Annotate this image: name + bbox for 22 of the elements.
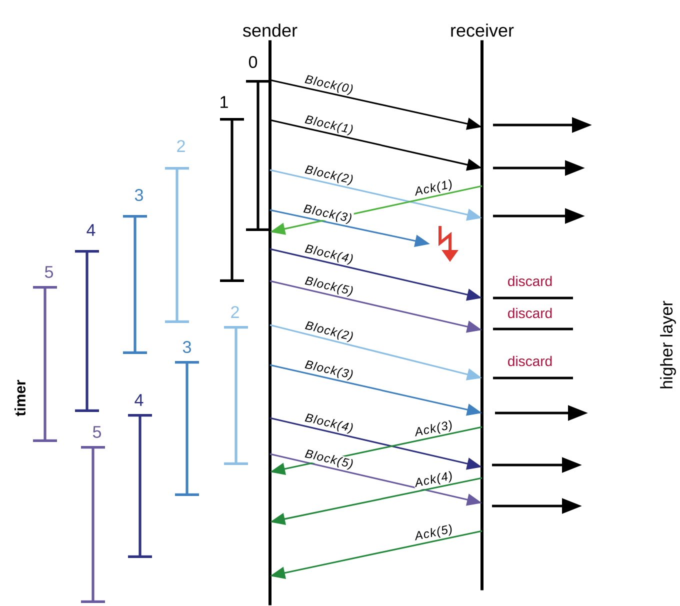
timer-number: 4 [134,394,144,406]
timer-number: 1 [220,96,228,108]
edge-label: Block(3) [301,202,354,226]
node-label: sender [242,24,298,37]
axis-label: timer [14,380,26,416]
timer-number: 2 [231,306,239,318]
edge-label: Ack(4) [412,470,455,491]
edge-label: Ack(3) [412,418,455,440]
axis-label: higher layer [660,300,676,388]
timer-number: 3 [182,340,191,354]
timer-number: 3 [134,188,143,202]
discard-label: discard [508,308,552,318]
edge-label: Block(0) [302,73,356,98]
node-label: receiver [451,24,514,37]
discard-label: discard [508,276,552,286]
timer-number: 4 [86,224,96,236]
edge-label: Ack(1) [412,178,455,200]
discard-label: discard [508,356,552,366]
timer-number: 5 [92,426,101,438]
edge-label: Ack(5) [412,522,455,544]
timer-number: 2 [177,140,185,152]
timer-number: 5 [44,266,53,278]
